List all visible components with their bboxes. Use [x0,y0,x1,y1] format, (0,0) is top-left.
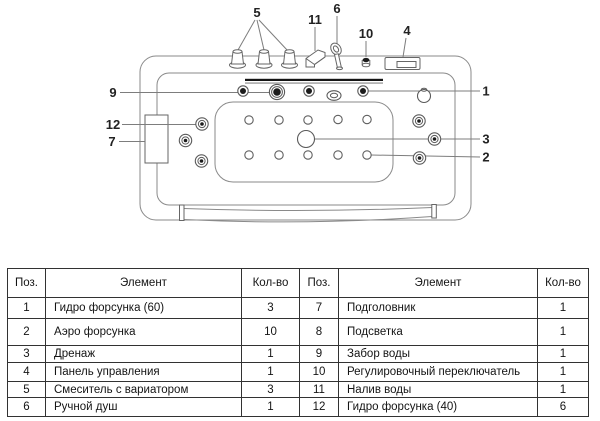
callout-lines [119,16,481,158]
callout-2: 2 [482,150,489,165]
qty-cell: 1 [241,397,300,417]
header-pos-left: Поз. [7,268,46,298]
qty-cell: 3 [241,381,300,398]
mixer-knob [229,49,246,69]
callout-12: 12 [106,117,120,132]
hydro-jet-60 [237,85,249,97]
element-cell: Подсветка [338,318,538,346]
hydro-jet-60 [357,85,369,97]
element-cell: Гидро форсунка (60) [45,297,242,319]
hydro-jet-40 [427,132,442,146]
element-cell: Дренаж [45,345,242,363]
water-fill-spout [305,49,326,68]
hydro-jet-40 [178,133,193,148]
element-cell: Панель управления [45,362,242,382]
hydro-jet-60 [303,85,315,97]
hydro-jet-40 [195,117,209,131]
pos-cell: 1 [7,297,46,319]
qty-cell: 6 [537,397,589,417]
header-element-left: Элемент [45,268,242,298]
qty-cell: 1 [537,345,589,363]
qty-cell: 1 [537,362,589,382]
table-header-row: Поз. Элемент Кол-во Поз. Элемент Кол-во [7,268,589,298]
callout-4: 4 [403,23,411,38]
hydro-jet-40 [412,151,427,165]
grab-handle [179,204,437,223]
control-panel [384,57,421,70]
qty-cell: 1 [537,381,589,398]
element-cell: Смеситель с вариатором [45,381,242,398]
headrest [144,114,169,164]
hydro-jet-40 [194,154,209,168]
callout-3: 3 [482,132,489,147]
callout-10: 10 [359,26,373,41]
mixer-knob [281,49,298,69]
element-cell: Ручной душ [45,397,242,417]
pos-cell: 8 [299,318,339,346]
callout-1: 1 [482,84,489,99]
header-element-right: Элемент [338,268,538,298]
pos-cell: 6 [7,397,46,417]
header-pos-right: Поз. [299,268,339,298]
qty-cell: 1 [241,345,300,363]
hydro-jet-40 [412,114,426,128]
hand-shower [330,42,343,71]
parts-table: Поз. Элемент Кол-во Поз. Элемент Кол-во … [7,268,589,417]
table-row: 1 Гидро форсунка (60) 3 7 Подголовник 1 [7,297,589,319]
callout-6: 6 [333,1,340,16]
light-strip [245,78,383,84]
pos-cell: 12 [299,397,339,417]
element-cell: Забор воды [338,345,538,363]
pos-cell: 2 [7,318,46,346]
callout-11: 11 [308,12,322,27]
qty-cell: 10 [241,318,300,346]
pos-cell: 10 [299,362,339,382]
adjusting-switch-knob [361,57,371,68]
element-cell: Аэро форсунка [45,318,242,346]
pos-cell: 3 [7,345,46,363]
table-row: 5 Смеситель с вариатором 3 11 Налив воды… [7,381,589,398]
light-lens [326,90,342,101]
pos-cell: 9 [299,345,339,363]
callout-9: 9 [109,85,116,100]
aero-jets [244,114,372,160]
drain [296,129,316,149]
table-row: 4 Панель управления 1 10 Регулировочный … [7,362,589,382]
pos-cell: 5 [7,381,46,398]
qty-cell: 1 [537,318,589,346]
element-cell: Налив воды [338,381,538,398]
table-row: 2 Аэро форсунка 10 8 Подсветка 1 [7,318,589,346]
element-cell: Подголовник [338,297,538,319]
element-cell: Регулировочный переключатель [338,362,538,382]
pos-cell: 4 [7,362,46,382]
pos-cell: 11 [299,381,339,398]
header-qty-left: Кол-во [241,268,300,298]
callout-5: 5 [253,5,260,20]
header-qty-right: Кол-во [537,268,589,298]
pos-cell: 7 [299,297,339,319]
callout-7: 7 [108,134,115,149]
element-cell: Гидро форсунка (40) [338,397,538,417]
mixer-knob [255,49,273,69]
corner-fitting [416,87,432,104]
table-row: 6 Ручной душ 1 12 Гидро форсунка (40) 6 [7,397,589,417]
water-intake [268,83,286,101]
bathtub-diagram: 5 11 6 10 4 9 12 7 1 3 2 [106,1,490,223]
table-row: 3 Дренаж 1 9 Забор воды 1 [7,345,589,363]
qty-cell: 1 [537,297,589,319]
qty-cell: 1 [241,362,300,382]
qty-cell: 3 [241,297,300,319]
